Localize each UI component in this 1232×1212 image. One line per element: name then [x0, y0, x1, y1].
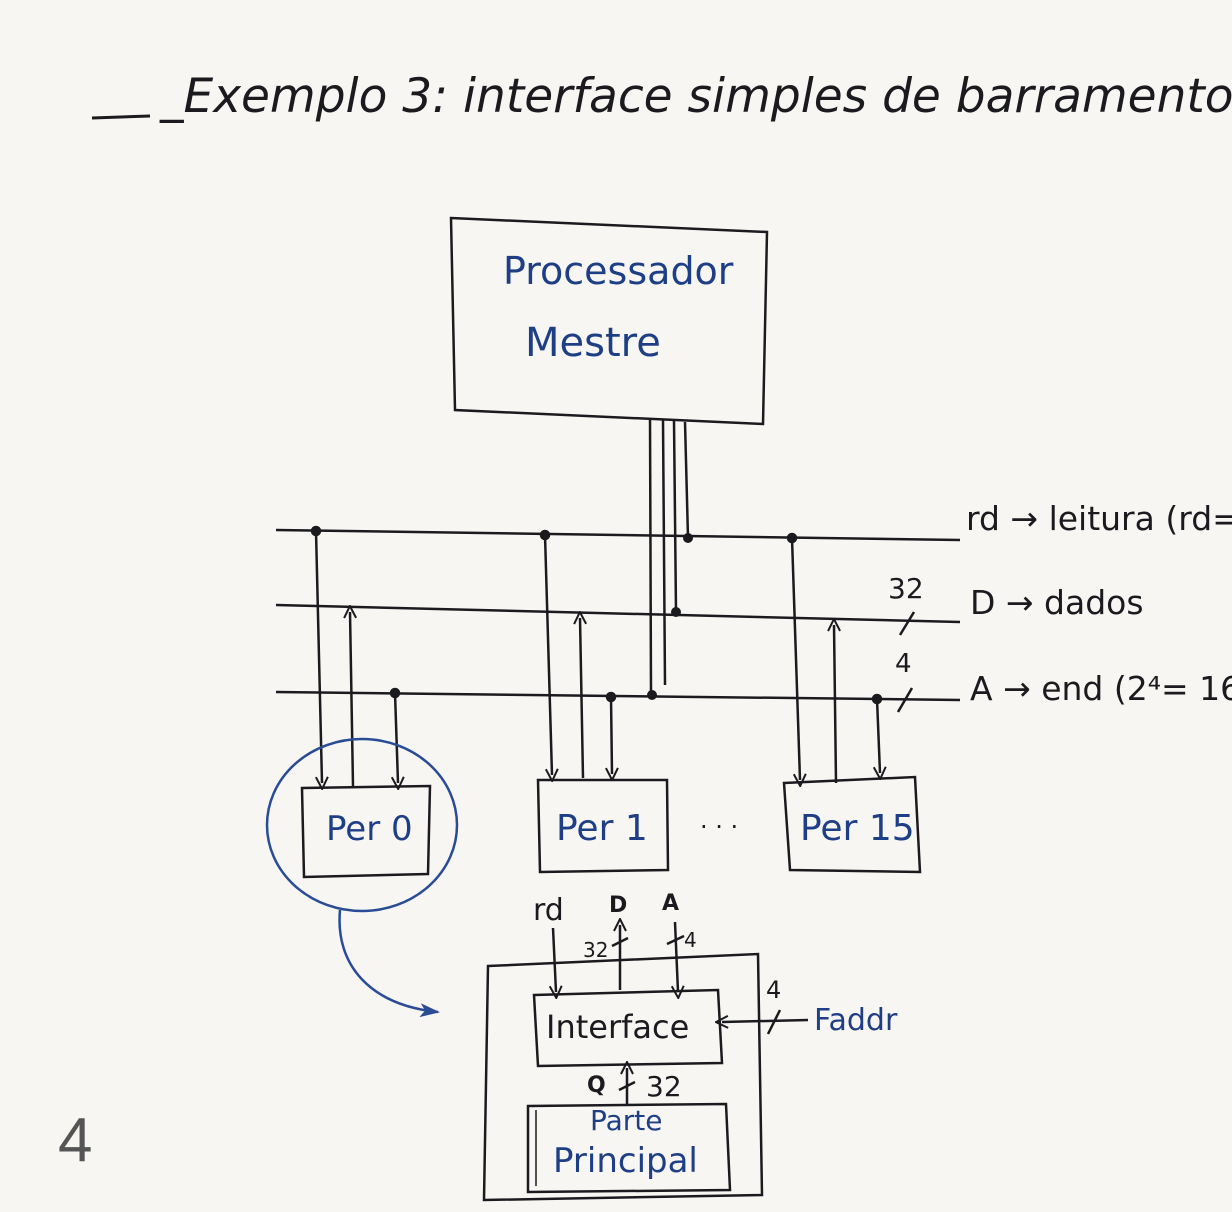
bus-lines	[275, 528, 961, 702]
interface-a-label: A	[662, 891, 679, 916]
interface-input-arrows	[553, 922, 684, 992]
processor-label-line2: Mestre	[525, 320, 661, 366]
interface-outer-box	[482, 952, 764, 1202]
per0-label: Per 0	[326, 809, 413, 849]
processor-box: Processador Mestre	[449, 216, 769, 426]
bus-data-width: 32	[888, 572, 924, 605]
per15-label: Per 15	[800, 808, 915, 849]
interface-label: Interface	[546, 1008, 689, 1046]
interface-d-label: D	[609, 893, 627, 918]
faddr-width: 4	[766, 976, 781, 1004]
junction-rd	[683, 533, 693, 543]
bus-rd-label: rd → leitura (rd=1)	[966, 499, 1232, 538]
bus-data-label: D → dados	[970, 583, 1144, 622]
interface-box: Interface	[532, 988, 724, 1068]
per0-bus-arrows	[310, 525, 399, 786]
bus-address-width-slash	[896, 687, 914, 713]
faddr-arrow	[722, 1009, 809, 1035]
q-arrow	[618, 1068, 636, 1104]
q-label: Q	[587, 1073, 606, 1098]
per0-box: Per 0	[300, 784, 432, 879]
per15-box: Per 15	[782, 775, 922, 874]
processor-bus-wires	[648, 417, 690, 696]
main-part-label-line1: Parte	[590, 1104, 663, 1137]
interface-d-width: 32	[583, 938, 608, 962]
main-part-label-line2: Principal	[553, 1141, 698, 1181]
interface-rd-label: rd	[533, 893, 564, 928]
bus-line-address	[275, 690, 961, 702]
page-number: 4	[58, 1106, 93, 1175]
processor-label-line1: Processador	[503, 249, 734, 293]
interface-a-width: 4	[684, 928, 697, 952]
diagram-title: _Exemplo 3: interface simples de barrame…	[159, 69, 1232, 124]
bus-data-width-slash	[898, 611, 916, 636]
faddr-label: Faddr	[814, 1003, 898, 1038]
per1-bus-arrows	[539, 529, 615, 778]
per15-bus-arrows	[786, 532, 881, 783]
junction-address	[647, 690, 657, 700]
per1-label: Per 1	[556, 808, 648, 849]
title-underline-dash	[91, 114, 151, 120]
peripheral-ellipsis: · · ·	[700, 813, 738, 841]
q-width: 32	[646, 1070, 682, 1103]
bus-line-data	[275, 603, 961, 624]
bus-address-label: A → end (2⁴= 16)	[970, 669, 1232, 708]
bus-line-rd	[275, 528, 961, 542]
zoom-arrow	[338, 909, 440, 1018]
bus-address-width: 4	[895, 649, 912, 679]
main-part-box: Parte Principal	[526, 1102, 732, 1194]
per0-highlight-circle	[265, 737, 459, 913]
per1-box: Per 1	[536, 778, 670, 874]
